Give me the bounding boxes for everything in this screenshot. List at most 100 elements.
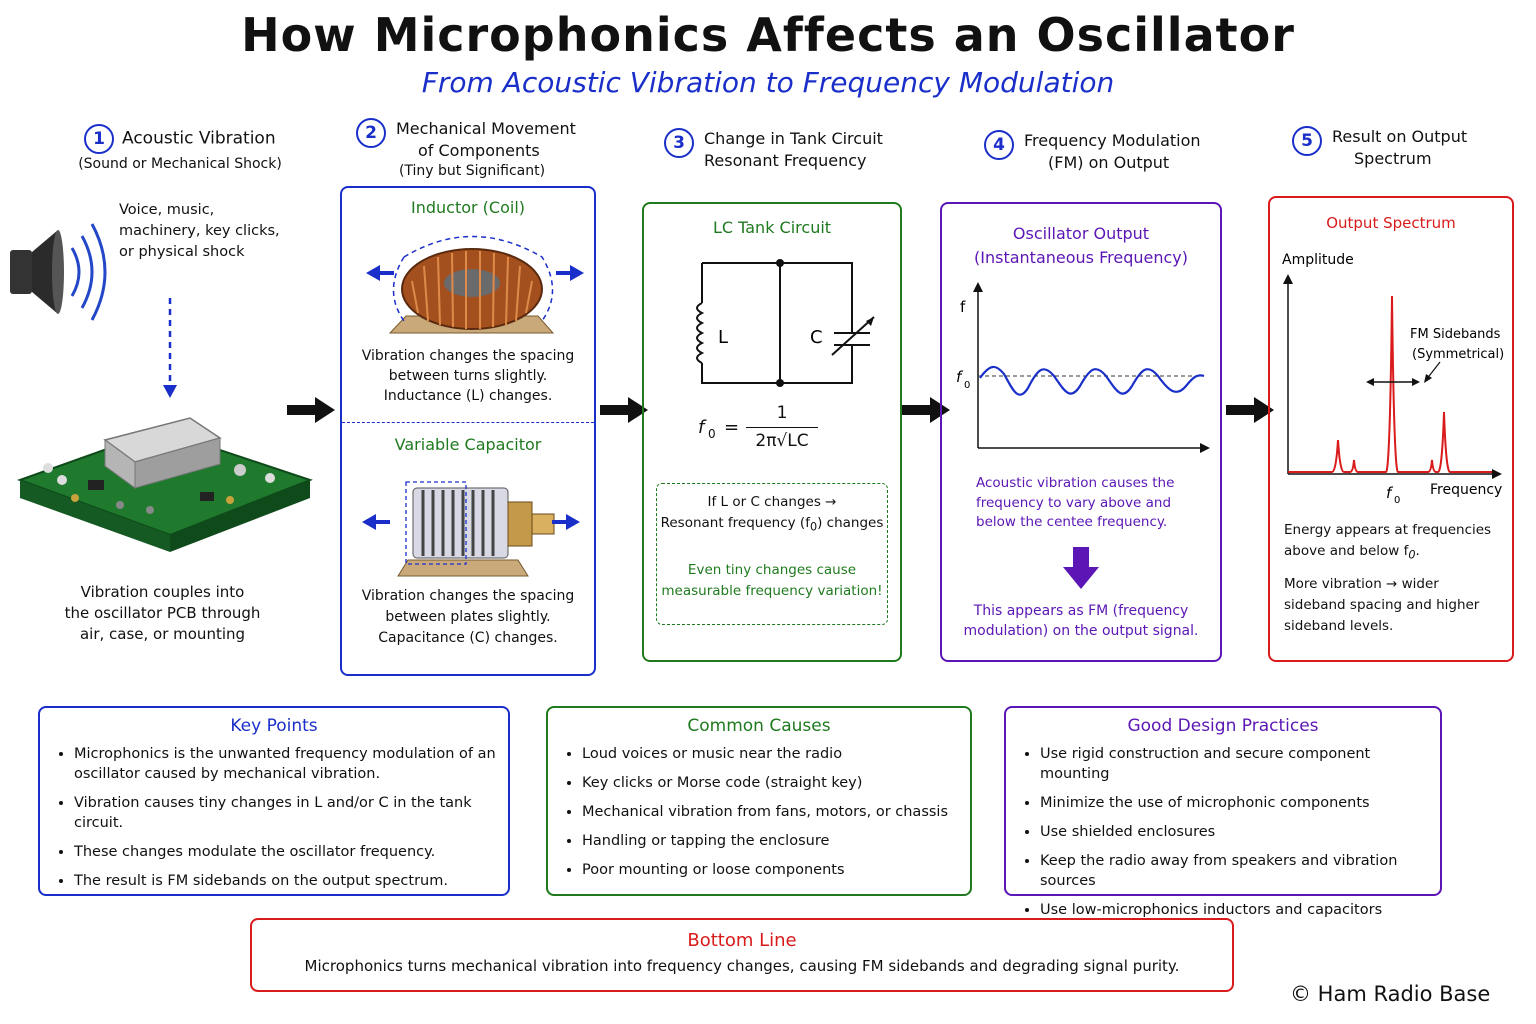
list-item: Mechanical vibration from fans, motors, …: [582, 802, 970, 822]
step-3-title-line1: Change in Tank Circuit: [704, 129, 883, 148]
fm-desc-line3: below the centee frequency.: [976, 514, 1168, 530]
sidebands-label-line1: FM Sidebands: [1410, 327, 1501, 342]
capacitor-description: Vibration changes the spacing between pl…: [342, 586, 594, 649]
sources-line3: or physical shock: [119, 244, 245, 260]
inductor-description: Vibration changes the spacing between tu…: [342, 346, 594, 406]
step-3-number: 3: [664, 128, 694, 158]
step-2-subtitle: (Tiny but Significant): [398, 163, 546, 179]
energy-line1: Energy appears at frequencies: [1284, 522, 1492, 538]
key-points-box: Key Points Microphonics is the unwanted …: [38, 706, 510, 896]
frequency-vs-time-graph: f f 0 t: [956, 282, 1210, 453]
arrow-right-icon: [287, 397, 335, 423]
inductor-title: Inductor (Coil): [410, 198, 525, 217]
inductor-line2: between turns slightly.: [388, 368, 548, 384]
key-points-title: Key Points: [230, 716, 318, 736]
sound-waves-icon: [70, 223, 107, 321]
vibration-illustration: [10, 223, 313, 552]
step-5-header: 5 Result on Output Spectrum: [1292, 126, 1532, 170]
fm-result-line2: modulation) on the output signal.: [963, 622, 1199, 639]
energy-line2: above and below f0.: [1284, 543, 1420, 562]
arrow-down-icon: [1063, 546, 1099, 589]
bottom-line-box: Bottom Line Microphonics turns mechanica…: [250, 918, 1234, 992]
sidebands-label-line2: (Symmetrical): [1412, 347, 1504, 362]
inductor-line1: Vibration changes the spacing: [361, 348, 575, 364]
common-causes-title: Common Causes: [687, 716, 831, 736]
vibration-sources: Voice, music, machinery, key clicks, or …: [119, 200, 309, 263]
spectrum-more-text: More vibration → wider sideband spacing …: [1284, 574, 1512, 637]
spectrum-title: Output Spectrum: [1326, 214, 1456, 232]
fm-desc-line2: frequency to vary above and: [976, 494, 1172, 511]
list-item: Minimize the use of microphonic componen…: [1040, 793, 1440, 813]
capacitor-line2: between plates slightly.: [385, 609, 551, 625]
panel-divider: [342, 422, 594, 423]
couples-line2: the oscillator PCB through: [64, 604, 261, 622]
couples-line3: air, case, or mounting: [79, 625, 246, 643]
arrow-right-icon: [902, 397, 950, 423]
page-subtitle: From Acoustic Vibration to Frequency Mod…: [421, 66, 1115, 99]
step-4-title-line2: (FM) on Output: [1048, 153, 1170, 172]
spectrum-f0-sub: 0: [1394, 495, 1400, 506]
couples-line1: Vibration couples into: [80, 583, 245, 601]
components-panel: Inductor (Coil) Vibration changes the sp…: [340, 186, 596, 676]
formula-equals: =: [724, 417, 740, 438]
sources-line2: machinery, key clicks,: [119, 223, 280, 239]
step-2-header: 2 Mechanical Movement of Components: [356, 118, 596, 162]
spectrum-graph: Amplitude FM Sidebands (Symmetrical) f 0…: [1282, 252, 1504, 506]
resonance-formula: f 0 = 1 2π√LC: [644, 403, 900, 461]
speaker-icon: [10, 230, 64, 314]
common-causes-list: Loud voices or music near the radio Key …: [548, 744, 970, 880]
common-causes-box: Common Causes Loud voices or music near …: [546, 706, 972, 896]
inductor-line3: Inductance (L) changes.: [383, 388, 553, 404]
list-item: Vibration causes tiny changes in L and/o…: [74, 793, 508, 833]
step-5-title-line2: Spectrum: [1354, 149, 1432, 168]
frequency-axis-label: Frequency: [1430, 482, 1502, 498]
bottom-line-text: Microphonics turns mechanical vibration …: [304, 957, 1180, 975]
list-item: Poor mounting or loose components: [582, 860, 970, 880]
oscillator-title-line2: (Instantaneous Frequency): [974, 248, 1188, 267]
lc-tank-title: LC Tank Circuit: [712, 218, 832, 237]
inductor-label: L: [718, 327, 728, 348]
step-1-title: Acoustic Vibration: [122, 128, 276, 149]
sources-line1: Voice, music,: [119, 202, 215, 218]
good-design-list: Use rigid construction and secure compon…: [1006, 744, 1440, 920]
capacitor-line3: Capacitance (C) changes.: [378, 630, 558, 646]
fm-result-line1: This appears as FM (frequency: [973, 602, 1189, 619]
list-item: Loud voices or music near the radio: [582, 744, 970, 764]
key-points-list: Microphonics is the unwanted frequency m…: [40, 744, 508, 891]
spectrum-energy-text: Energy appears at frequencies above and …: [1284, 520, 1512, 566]
inductor-coil-icon: [366, 235, 584, 334]
page-title: How Microphonics Affects an Oscillator: [241, 8, 1295, 62]
oscillator-title-line1: Oscillator Output: [1012, 224, 1150, 243]
spectrum-f0-label: f: [1386, 484, 1394, 502]
lc-note-box: If L or C changes → Resonant frequency (…: [656, 483, 888, 625]
capacitor-line1: Vibration changes the spacing: [361, 588, 575, 604]
formula-numerator: 1: [776, 403, 788, 423]
list-item: Key clicks or Morse code (straight key): [582, 773, 970, 793]
step-4-title-line1: Frequency Modulation: [1024, 131, 1201, 150]
fm-desc-line1: Acoustic vibration causes the: [976, 475, 1175, 491]
list-item: Use low-microphonics inductors and capac…: [1040, 900, 1440, 920]
axis-f-label: f: [960, 298, 966, 316]
formula-bar: [746, 427, 818, 428]
list-item: Keep the radio away from speakers and vi…: [1040, 851, 1440, 891]
formula-lhs: f: [698, 417, 705, 438]
amplitude-label: Amplitude: [1282, 252, 1354, 268]
step-3-header: 3 Change in Tank Circuit Resonant Freque…: [664, 128, 904, 172]
formula-sub: 0: [708, 427, 716, 441]
step-1-subtitle: (Sound or Mechanical Shock): [78, 156, 282, 172]
step-3-title-line2: Resonant Frequency: [704, 151, 867, 170]
bottom-line-title: Bottom Line: [687, 930, 797, 951]
vibration-coupling-text: Vibration couples into the oscillator PC…: [40, 582, 285, 645]
pcb-icon: [17, 417, 313, 552]
variable-capacitor-icon: [362, 481, 580, 577]
step-2-title-line2: of Components: [418, 141, 540, 160]
more-line1: More vibration → wider: [1284, 575, 1439, 592]
list-item: Microphonics is the unwanted frequency m…: [74, 744, 508, 784]
list-item: Use rigid construction and secure compon…: [1040, 744, 1440, 784]
good-design-box: Good Design Practices Use rigid construc…: [1004, 706, 1442, 918]
axis-f0-label: f: [956, 368, 964, 386]
step-1-number: 1: [84, 124, 114, 154]
step-5-title-line1: Result on Output: [1332, 127, 1468, 146]
note-line1: If L or C changes →: [707, 494, 837, 510]
step-2-number: 2: [356, 118, 386, 148]
